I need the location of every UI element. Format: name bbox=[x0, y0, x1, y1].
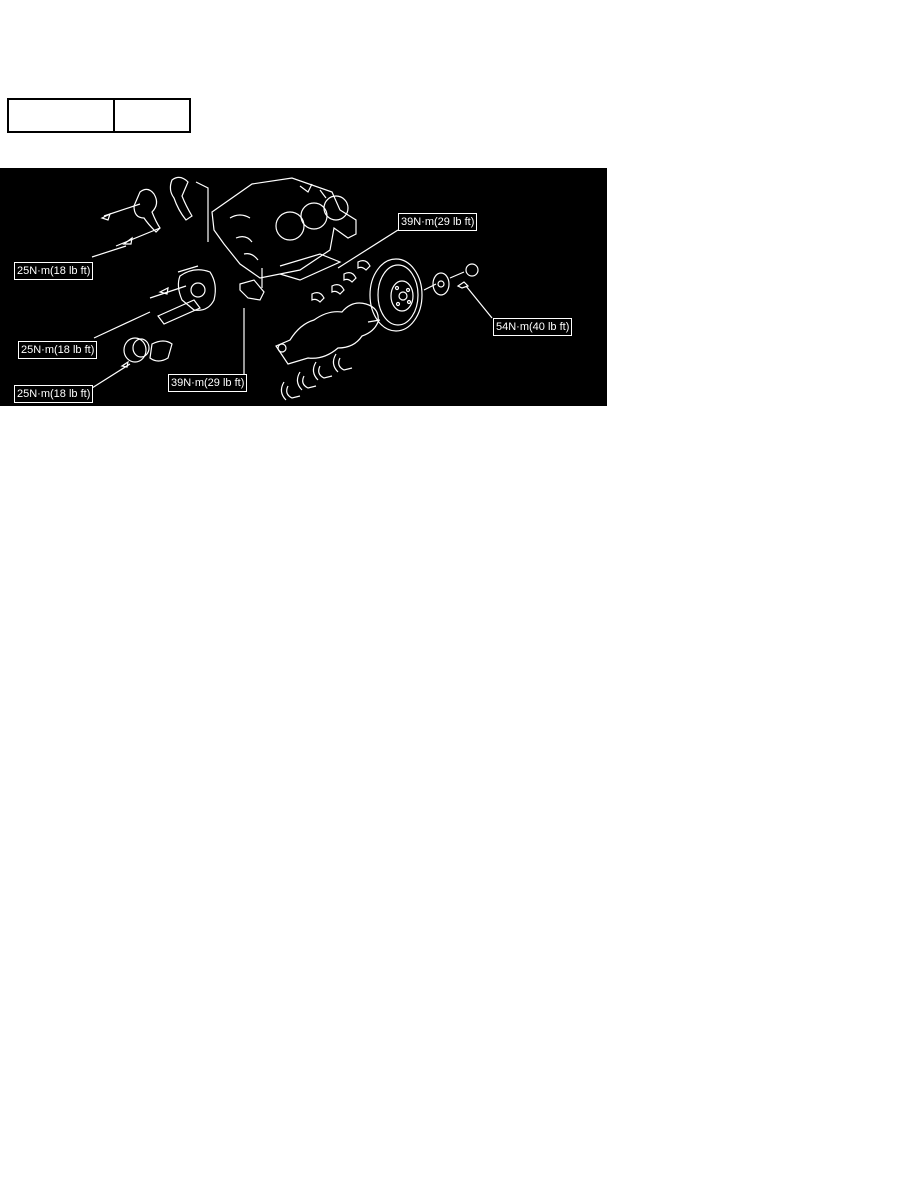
torque-callout-oil-filter: 25N·m(18 lb ft) bbox=[14, 385, 94, 403]
header-cell-2 bbox=[113, 98, 191, 133]
torque-callout-main-bearing-cap: 39N·m(29 lb ft) bbox=[398, 213, 478, 231]
engine-exploded-diagram: 25N·m(18 lb ft) 25N·m(18 lb ft) 25N·m(18… bbox=[0, 168, 607, 406]
torque-callout-flywheel-bolt: 54N·m(40 lb ft) bbox=[493, 318, 573, 336]
torque-callout-water-pump: 25N·m(18 lb ft) bbox=[14, 262, 94, 280]
flywheel-drawing bbox=[369, 258, 437, 332]
main-bearings-upper-drawing bbox=[311, 260, 371, 303]
engine-parts-illustration bbox=[91, 176, 493, 401]
header-table bbox=[7, 98, 191, 133]
flywheel-adapter-drawing bbox=[432, 263, 493, 319]
oil-pump-drawing bbox=[91, 265, 216, 389]
header-cell-1 bbox=[7, 98, 115, 133]
torque-callout-baffle-plate: 39N·m(29 lb ft) bbox=[168, 374, 248, 392]
crankshaft-drawing bbox=[275, 302, 381, 365]
water-pump-drawing bbox=[91, 176, 209, 258]
main-bearings-lower-drawing bbox=[280, 353, 353, 401]
baffle-plate-drawing bbox=[239, 279, 265, 373]
engine-block-drawing bbox=[211, 177, 357, 288]
torque-callout-oil-pump: 25N·m(18 lb ft) bbox=[18, 341, 98, 359]
